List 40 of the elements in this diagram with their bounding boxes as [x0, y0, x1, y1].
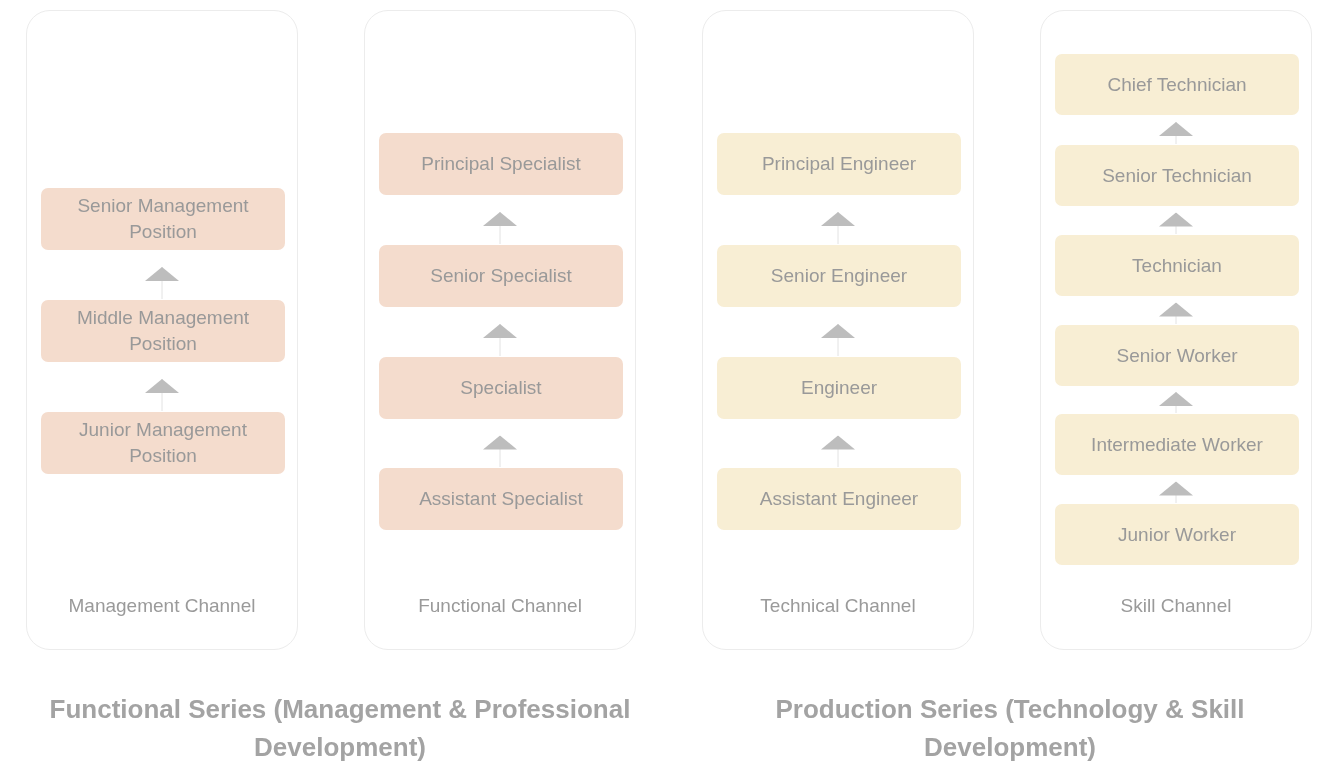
- series-title: Functional Series (Management & Professional Development): [48, 693, 632, 764]
- position-box: Technician: [1055, 235, 1299, 296]
- position-box: Senior Technician: [1055, 145, 1299, 206]
- position-box: Junior Management Position: [41, 412, 285, 474]
- position-box: Senior Engineer: [717, 245, 961, 307]
- position-box: Middle Management Position: [41, 300, 285, 362]
- up-arrow: [1159, 212, 1193, 235]
- channel-panel: [26, 10, 298, 650]
- up-arrow: [1159, 121, 1193, 145]
- channel-panel: [364, 10, 636, 650]
- position-box: Principal Engineer: [717, 133, 961, 195]
- series-title: Production Series (Technology & Skill Development): [774, 693, 1246, 764]
- up-arrow: [1159, 302, 1193, 325]
- up-arrow: [483, 323, 517, 357]
- position-box: Engineer: [717, 357, 961, 419]
- channel-title: Technical Channel: [759, 595, 917, 617]
- position-box: Assistant Engineer: [717, 468, 961, 530]
- channel-title: Skill Channel: [1119, 595, 1233, 617]
- position-box: Assistant Specialist: [379, 468, 623, 530]
- up-arrow: [821, 211, 855, 245]
- up-arrow: [821, 435, 855, 468]
- channel-title: Management Channel: [67, 595, 257, 617]
- position-box: Junior Worker: [1055, 504, 1299, 565]
- position-box: Senior Worker: [1055, 325, 1299, 386]
- up-arrow: [1159, 481, 1193, 504]
- position-box: Intermediate Worker: [1055, 414, 1299, 475]
- up-arrow: [483, 435, 517, 468]
- up-arrow: [821, 323, 855, 357]
- position-box: Senior Management Position: [41, 188, 285, 250]
- up-arrow: [145, 378, 179, 412]
- up-arrow: [145, 266, 179, 300]
- channel-panel: [702, 10, 974, 650]
- up-arrow: [1159, 391, 1193, 414]
- position-box: Senior Specialist: [379, 245, 623, 307]
- position-box: Principal Specialist: [379, 133, 623, 195]
- channel-title: Functional Channel: [417, 595, 583, 617]
- position-box: Chief Technician: [1055, 54, 1299, 115]
- channel-panel: [1040, 10, 1312, 650]
- position-box: Specialist: [379, 357, 623, 419]
- up-arrow: [483, 211, 517, 245]
